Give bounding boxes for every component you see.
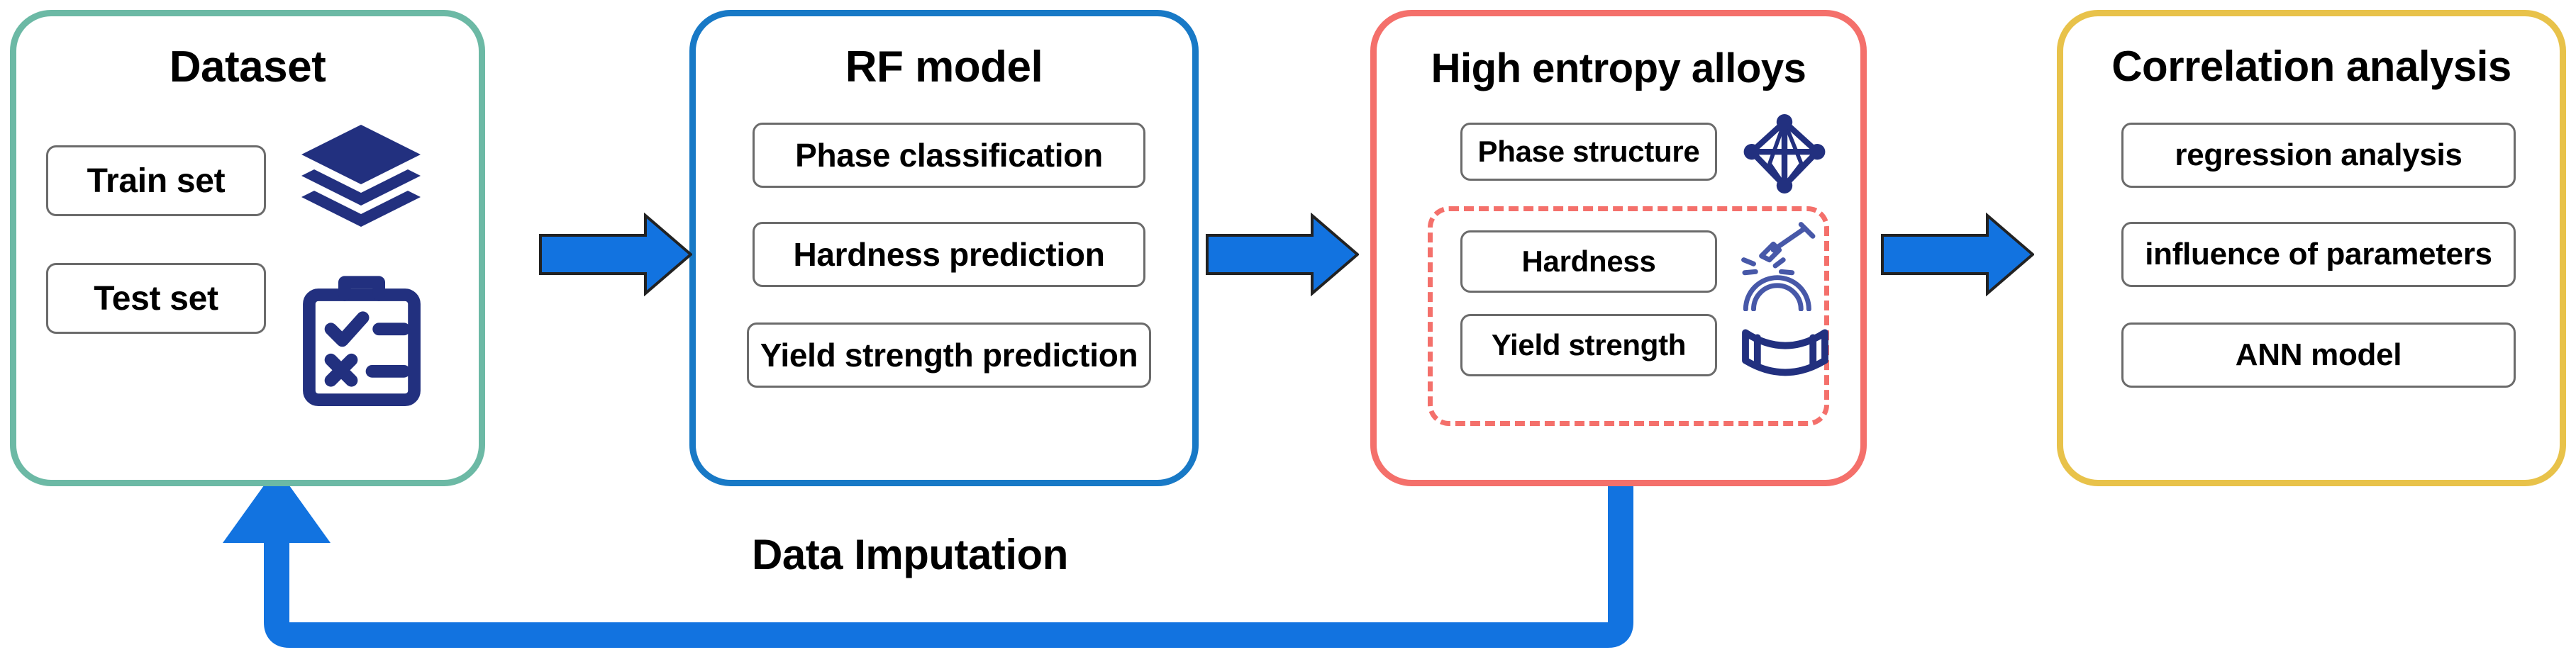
rf-item-hardness-prediction[interactable]: Hardness prediction [753, 222, 1145, 287]
dataset-item-train-set-label: Train set [87, 162, 226, 200]
hea-item-yield-strength-label: Yield strength [1491, 328, 1687, 361]
hea-item-yield-strength[interactable]: Yield strength [1460, 314, 1717, 376]
dataset-item-train-set[interactable]: Train set [46, 145, 266, 216]
arrow-rf-model-to-high-entropy-alloys [1206, 213, 1359, 296]
arrow-high-entropy-alloys-to-correlation-analysis [1881, 213, 2034, 296]
feedback-arrow-data-imputation [223, 454, 1633, 648]
dataset-item-test-set[interactable]: Test set [46, 263, 266, 334]
octahedron-lattice-icon [1743, 114, 1826, 193]
stage-correlation-analysis-title: Correlation analysis [2111, 43, 2511, 90]
corr-item-influence-of-parameters-label: influence of parameters [2145, 237, 2492, 271]
hea-item-hardness-label: Hardness [1521, 245, 1656, 278]
corr-item-ann-model-label: ANN model [2235, 337, 2402, 372]
corr-item-ann-model[interactable]: ANN model [2121, 322, 2516, 388]
rf-item-phase-classification-label: Phase classification [795, 137, 1103, 174]
stage-rf-model[interactable]: RF model Phase classification Hardness p… [689, 10, 1199, 486]
layers-stack-icon [301, 125, 421, 227]
stage-dataset[interactable]: Dataset Train set Test set [10, 10, 485, 486]
dataset-item-test-set-label: Test set [94, 279, 218, 318]
corr-item-influence-of-parameters[interactable]: influence of parameters [2121, 222, 2516, 287]
stage-rf-model-title: RF model [845, 43, 1043, 91]
hea-item-hardness[interactable]: Hardness [1460, 230, 1717, 293]
hea-item-phase-structure-label: Phase structure [1477, 135, 1700, 168]
stage-dataset-title: Dataset [169, 43, 326, 91]
arrow-dataset-to-rf-model [539, 213, 692, 296]
rf-item-hardness-prediction-label: Hardness prediction [793, 236, 1105, 273]
stage-correlation-analysis[interactable]: Correlation analysis regression analysis… [2057, 10, 2566, 486]
rf-item-yield-strength-prediction[interactable]: Yield strength prediction [747, 322, 1151, 388]
bent-beam-yield-icon [1742, 329, 1828, 376]
corr-item-regression-analysis[interactable]: regression analysis [2121, 123, 2516, 188]
stage-high-entropy-alloys[interactable]: High entropy alloys Phase structure Hard… [1370, 10, 1867, 486]
hammer-hardness-icon [1741, 222, 1816, 311]
rf-item-yield-strength-prediction-label: Yield strength prediction [760, 337, 1138, 374]
hea-dashed-group [1428, 206, 1829, 426]
feedback-label: Data Imputation [752, 531, 1068, 578]
clipboard-checklist-icon [303, 276, 421, 406]
hea-item-phase-structure[interactable]: Phase structure [1460, 123, 1717, 181]
corr-item-regression-analysis-label: regression analysis [2175, 138, 2463, 172]
stage-high-entropy-alloys-title: High entropy alloys [1431, 45, 1806, 91]
rf-item-phase-classification[interactable]: Phase classification [753, 123, 1145, 188]
